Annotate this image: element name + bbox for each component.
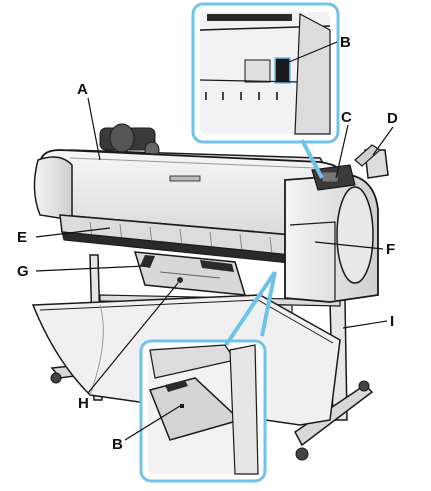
leader-e	[35, 227, 111, 238]
caster-wheel-icon	[50, 372, 62, 384]
callout-a: A	[77, 81, 88, 98]
callout-c: C	[341, 109, 352, 126]
leader-i	[342, 320, 388, 329]
inset-top	[191, 2, 340, 179]
caster-wheel-icon	[358, 380, 370, 392]
callout-e: E	[17, 229, 28, 246]
callout-b-top: B	[340, 34, 351, 51]
leader-a	[87, 97, 101, 161]
callout-g: G	[17, 263, 29, 280]
callout-b-bottom: B	[112, 436, 123, 453]
callout-h: H	[78, 395, 89, 412]
leader-h	[87, 282, 179, 394]
leader-b-bottom	[124, 405, 181, 441]
leader-g	[35, 265, 146, 272]
leader-d	[372, 126, 394, 156]
inset-bottom	[139, 270, 277, 483]
callout-f: F	[386, 241, 396, 258]
callout-i: I	[390, 313, 395, 330]
printer-body	[33, 123, 389, 303]
caster-wheel-icon	[295, 447, 309, 461]
callout-d: D	[387, 110, 398, 127]
leader-lines	[35, 41, 394, 441]
leader-b-top	[288, 41, 338, 63]
leader-f	[314, 241, 384, 250]
leader-c	[335, 124, 349, 179]
output-stacker	[133, 251, 247, 296]
